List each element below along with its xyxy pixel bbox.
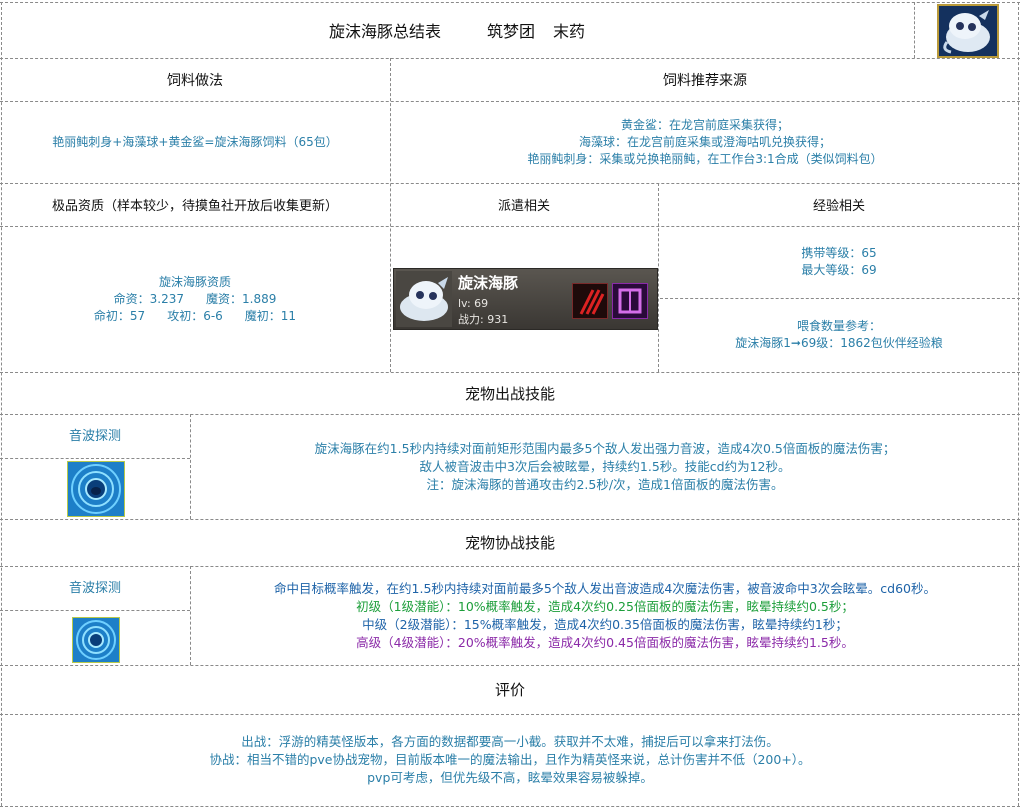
divider <box>660 298 1020 299</box>
aptitude-heading: 极品资质（样本较少，待摸鱼社开放后收集更新） <box>51 199 338 214</box>
divider <box>190 566 191 665</box>
feed-method-heading: 饲料做法 <box>167 72 223 89</box>
pet-card-name: 旋沫海豚 <box>458 274 519 292</box>
divider <box>0 183 1020 184</box>
pet-card-power: 战力: 931 <box>458 313 509 326</box>
divider <box>1018 2 1019 806</box>
aptitude-zi-row: 命资：3.237 魔资：1.889 <box>114 291 277 308</box>
sonar-skill-icon <box>71 616 121 664</box>
feed-count-detail: 旋沫海豚1➞69级：1862包伙伴经验粮 <box>735 336 943 350</box>
assist-main-line: 命中目标概率触发，在约1.5秒内持续对面前最多5个敌人发出音波造成4次魔法伤害，… <box>274 580 936 596</box>
divider <box>390 58 391 372</box>
aptitude-values: 旋沫海豚资质 命资：3.237 魔资：1.889 命初：57 攻初：6-6 魔初：11 <box>0 226 390 372</box>
assist-tier-1: 初级（1级潜能）：10%概率触发，造成4次约0.25倍面板的魔法伤害，眩晕持续约… <box>356 598 854 614</box>
ming-chu: 命初：57 <box>93 308 146 323</box>
divider <box>0 226 1020 227</box>
max-level: 最大等级：69 <box>801 263 877 277</box>
assist-tier-3: 高级（4级潜能）：20%概率触发，造成4次约0.45倍面板的魔法伤害，眩晕持续约… <box>356 634 854 650</box>
battle-skill-heading: 宠物出战技能 <box>464 384 555 403</box>
dolphin-icon <box>396 271 452 327</box>
mo-chu: 魔初：11 <box>244 308 297 323</box>
review-line: 协战：相当不错的pve协战宠物，目前版本唯一的魔法输出，且作为精英怪来说，总计伤… <box>209 752 811 767</box>
mo-zi: 魔资：1.889 <box>206 291 277 306</box>
claw-skill-icon <box>572 283 608 319</box>
review-text: 出战：浮游的精英怪版本，各方面的数据都要高一小截。获取并不太难，捕捉后可以拿来打… <box>0 714 1020 806</box>
pet-portrait <box>937 4 999 58</box>
experience-heading: 经验相关 <box>812 199 865 214</box>
feed-recipe: 艳丽鲀刺身+海藻球+黄金鲨=旋沫海豚饲料（65包） <box>52 134 338 149</box>
divider <box>0 458 190 459</box>
feed-source-heading: 饲料推荐来源 <box>663 72 747 89</box>
team-name: 筑梦团 <box>486 22 535 41</box>
divider <box>0 566 1020 567</box>
divider <box>0 519 1020 520</box>
gate-skill-icon <box>612 283 648 319</box>
divider <box>0 58 1020 59</box>
battle-skill-desc: 旋沫海豚在约1.5秒内持续对面前矩形范围内最多5个敌人发出强力音波，造成4次0.… <box>190 414 1020 519</box>
feed-sources: 黄金鲨：在龙宫前庭采集获得； 海藻球：在龙宫前庭采集或澄海咕叽兑换获得； 艳丽鲀… <box>390 101 1020 183</box>
divider <box>0 414 1020 415</box>
divider <box>914 2 915 58</box>
review-line: 出战：浮游的精英怪版本，各方面的数据都要高一小截。获取并不太难，捕捉后可以拿来打… <box>241 734 779 749</box>
assist-skill-name: 音波探测 <box>68 580 121 596</box>
assist-skill-desc: 命中目标概率触发，在约1.5秒内持续对面前最多5个敌人发出音波造成4次魔法伤害，… <box>190 566 1020 665</box>
divider <box>0 372 1020 373</box>
pet-dispatch-card: 旋沫海豚 lv: 69 战力: 931 <box>393 268 658 330</box>
ming-zi: 命资：3.237 <box>113 291 184 306</box>
skill-desc-line: 注：旋沫海豚的普通攻击约2.5秒/次，造成1倍面板的魔法伤害。 <box>426 476 784 492</box>
dolphin-icon <box>939 6 997 56</box>
feed-count-heading: 喂食数量参考： <box>796 319 881 333</box>
sonar-skill-icon <box>66 460 126 518</box>
skill-desc-line: 旋沫海豚在约1.5秒内持续对面前矩形范围内最多5个敌人发出强力音波，造成4次0.… <box>314 440 896 456</box>
dispatch-heading: 派遣相关 <box>497 199 550 214</box>
review-line: pvp可考虑，但优先级不高，眩晕效果容易被躲掉。 <box>367 770 653 785</box>
battle-skill-name: 音波探测 <box>68 428 121 444</box>
source-line: 海藻球：在龙宫前庭采集或澄海咕叽兑换获得； <box>578 134 831 149</box>
review-heading: 评价 <box>494 681 525 699</box>
gong-chu: 攻初：6-6 <box>167 308 223 323</box>
divider <box>190 414 191 519</box>
pet-card-level: lv: 69 <box>458 297 489 310</box>
divider <box>0 806 1020 807</box>
divider <box>0 665 1020 666</box>
author-name: 末药 <box>553 22 586 41</box>
level-info: 携带等级：65 最大等级：69 <box>658 226 1020 298</box>
divider <box>658 183 659 372</box>
divider <box>0 714 1020 715</box>
assist-tier-2: 中级（2级潜能）：15%概率触发，造成4次约0.35倍面板的魔法伤害，眩晕持续约… <box>362 616 848 632</box>
divider <box>0 610 190 611</box>
carry-level: 携带等级：65 <box>801 246 877 260</box>
divider <box>0 101 1020 102</box>
aptitude-label: 旋沫海豚资质 <box>158 274 231 289</box>
aptitude-chu-row: 命初：57 攻初：6-6 魔初：11 <box>94 308 296 325</box>
title-text: 旋沫海豚总结表 <box>328 22 441 41</box>
source-line: 黄金鲨：在龙宫前庭采集获得； <box>620 117 789 132</box>
divider <box>1 2 2 806</box>
skill-desc-line: 敌人被音波击中3次后会被眩晕，持续约1.5秒。技能cd约为12秒。 <box>419 458 791 474</box>
assist-skill-heading: 宠物协战技能 <box>464 534 555 552</box>
feed-count-info: 喂食数量参考： 旋沫海豚1➞69级：1862包伙伴经验粮 <box>658 298 1020 372</box>
page-title: 旋沫海豚总结表 筑梦团 末药 <box>0 2 914 58</box>
source-line: 艳丽鲀刺身：采集或兑换艳丽鲀，在工作台3:1合成（类似饲料包） <box>527 151 883 166</box>
divider <box>0 2 1020 3</box>
